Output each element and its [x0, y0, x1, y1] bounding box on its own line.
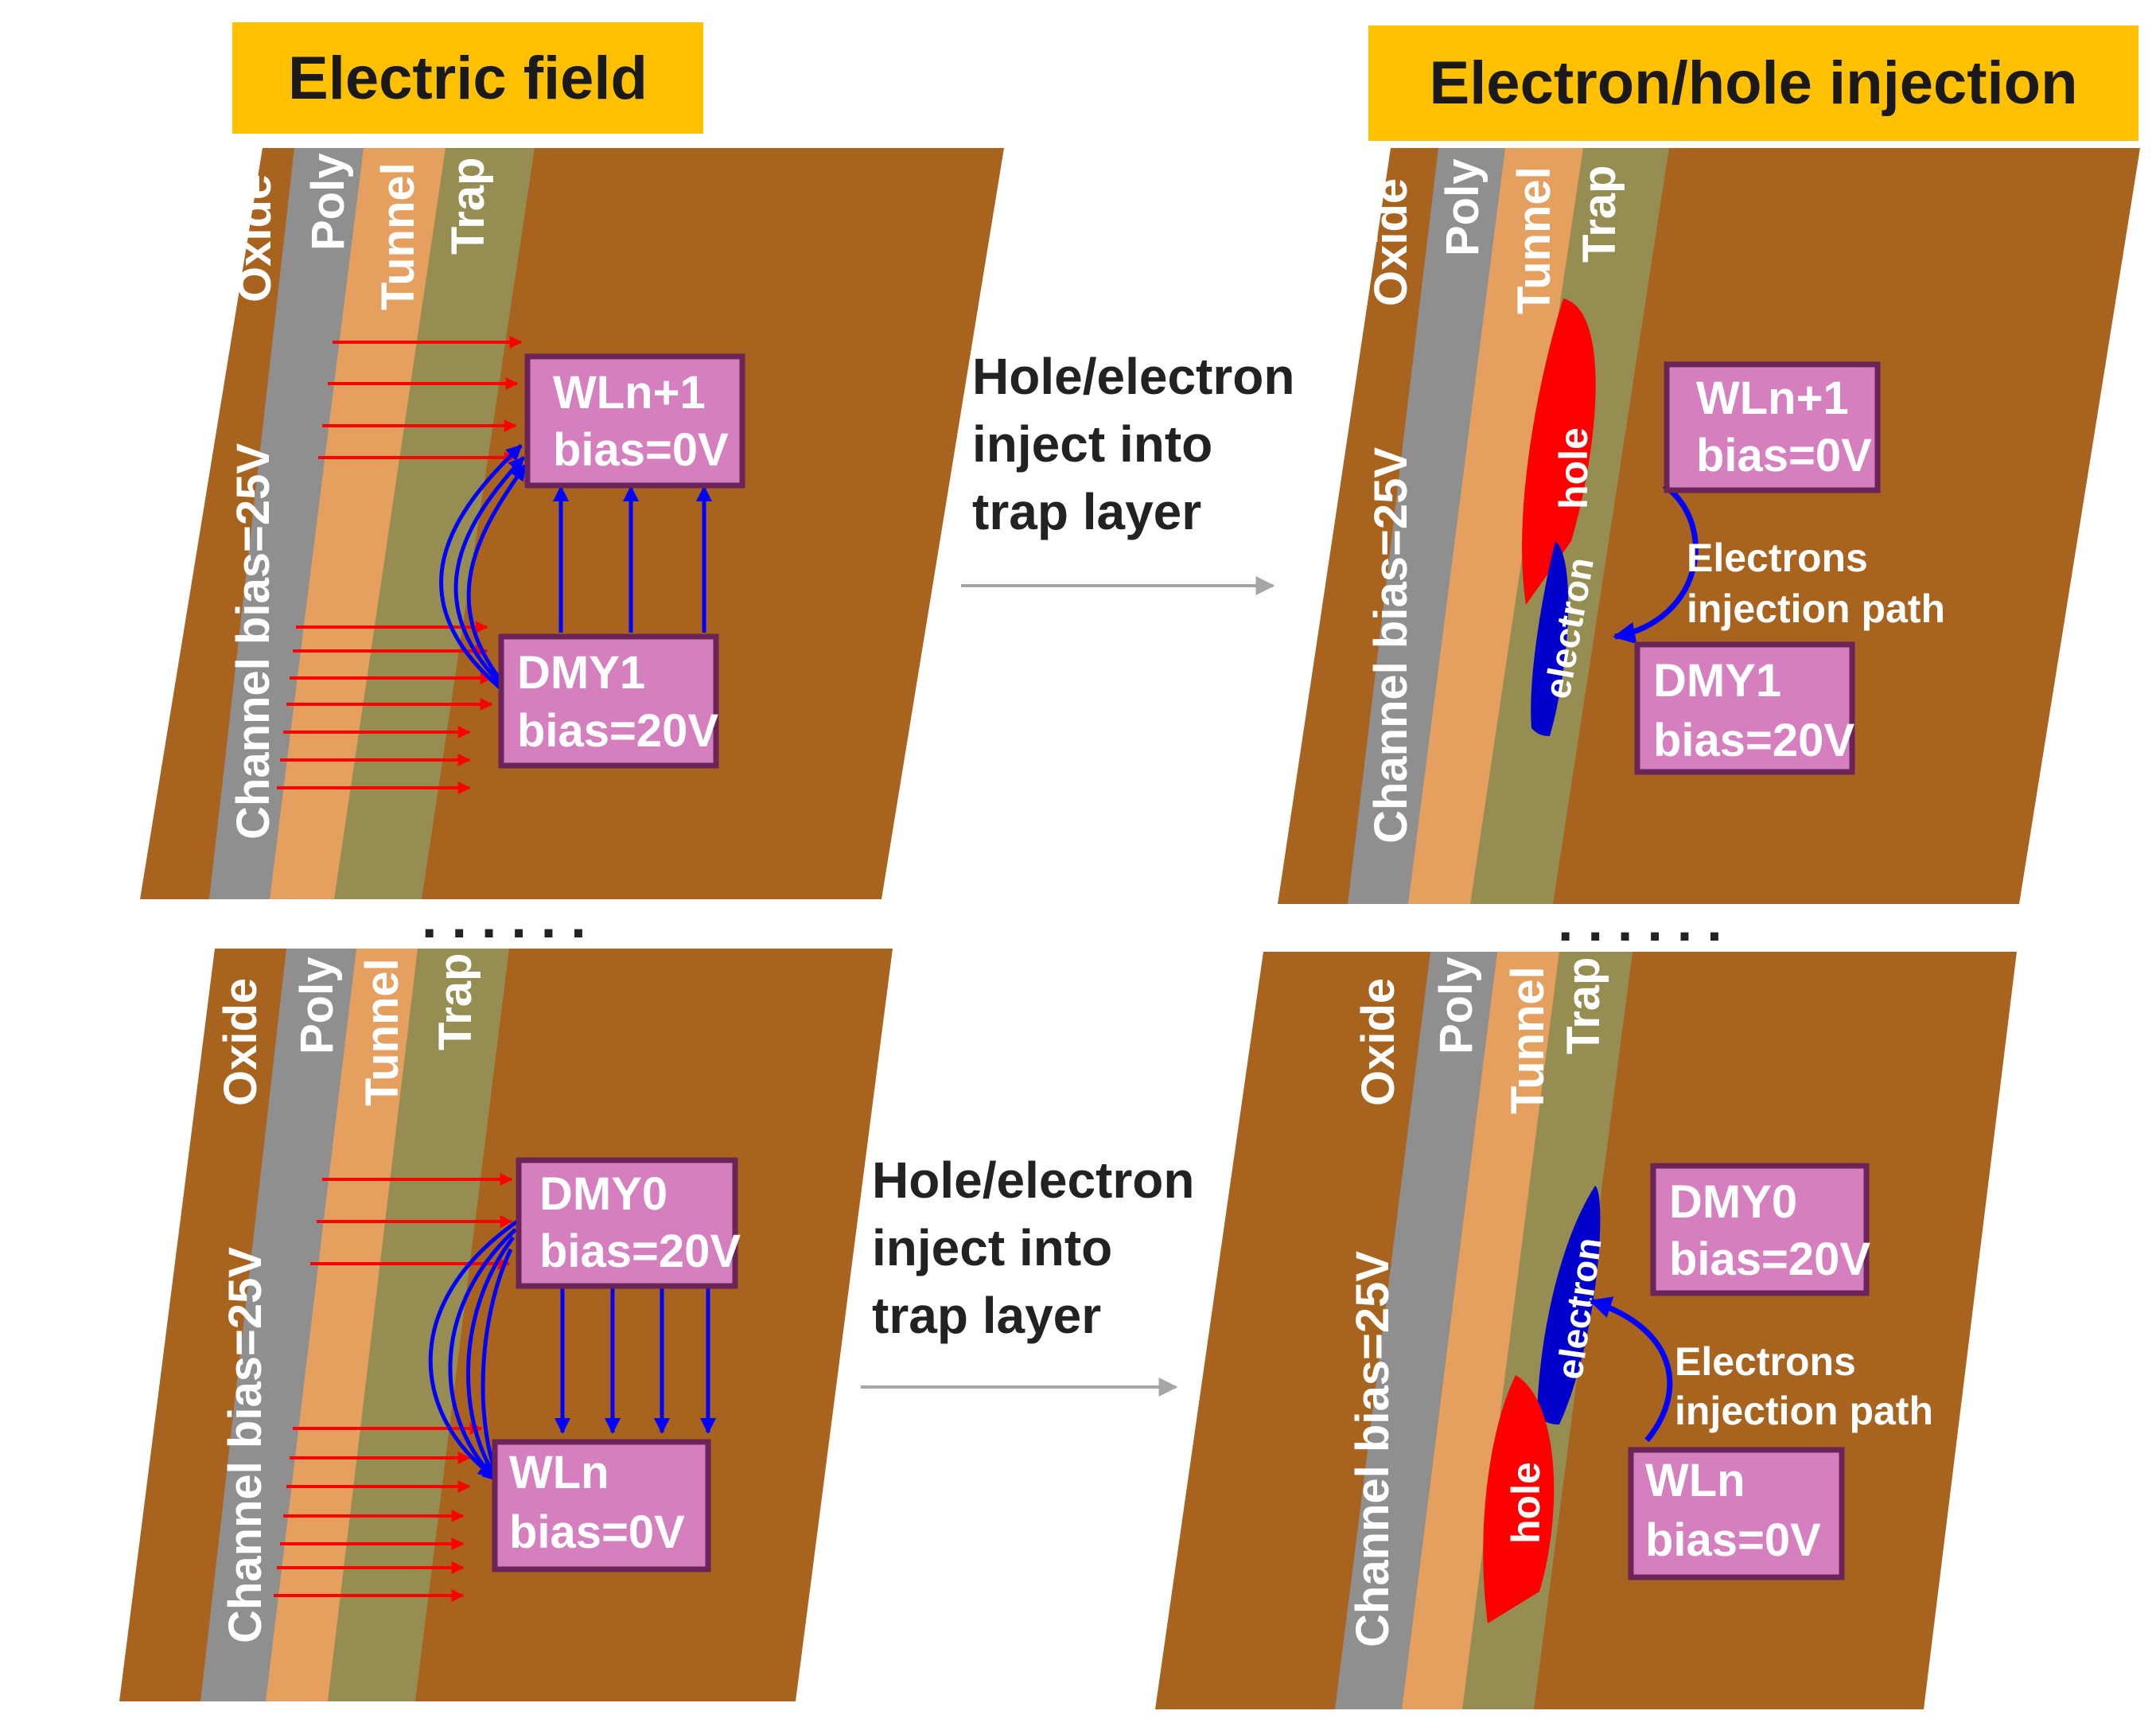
- hole-charge-region: [1522, 298, 1596, 605]
- wln-plus1-box: WLn+1 bias=0V: [1664, 361, 1881, 493]
- tunnel-layer: [270, 148, 446, 899]
- oxide-label: Oxide: [1365, 178, 1417, 306]
- tunnel-label: Tunnel: [1502, 966, 1554, 1114]
- poly-layer: [200, 949, 356, 1701]
- middle-caption-line1: Hole/electron: [972, 348, 1294, 405]
- middle-caption-bottom: Hole/electron inject into trap layer: [861, 1151, 1194, 1397]
- poly-label: Poly: [1437, 159, 1489, 257]
- electrons-injection-path-arrow: [1589, 1296, 1673, 1443]
- trap-layer: [328, 949, 509, 1701]
- dmy0-name: DMY0: [539, 1168, 667, 1220]
- panel-top-right: Oxide Poly Tunnel Trap Channel bias=25V …: [1278, 148, 2140, 904]
- tunnel-label: Tunnel: [372, 162, 424, 310]
- wln-plus1-bias: bias=0V: [1696, 430, 1872, 481]
- tunnel-label: Tunnel: [356, 958, 408, 1106]
- header-electron-hole-injection: Electron/hole injection: [1368, 25, 2138, 141]
- path-label-line2: injection path: [1687, 586, 1945, 631]
- electric-field-arrows: [277, 336, 523, 794]
- electron-charge-region: [1531, 541, 1569, 736]
- channel-bias-label: Channel bias=25V: [1365, 447, 1417, 844]
- trap-layer: [334, 148, 535, 899]
- poly-label: Poly: [302, 154, 354, 251]
- electrons-injection-path-arrow: [1613, 483, 1699, 645]
- oxide-label: Oxide: [215, 978, 267, 1106]
- trap-label: Trap: [430, 953, 481, 1051]
- dmy1-box: DMY1 bias=20V: [498, 633, 719, 769]
- oxide-label: Oxide: [229, 174, 281, 302]
- path-label-line2: injection path: [1675, 1389, 1933, 1433]
- wln-plus1-box: WLn+1 bias=0V: [524, 353, 745, 489]
- wln-box: WLn bias=0V: [1628, 1447, 1845, 1580]
- dmy0-box: DMY0 bias=20V: [516, 1157, 741, 1289]
- wln-bias: bias=0V: [509, 1506, 685, 1558]
- wln-plus1-bias: bias=0V: [553, 424, 729, 476]
- poly-layer: [1348, 148, 1505, 904]
- tunnel-layer: [1408, 148, 1583, 904]
- path-label-line1: Electrons: [1675, 1339, 1856, 1384]
- poly-layer: [209, 148, 364, 899]
- path-label-line1: Electrons: [1687, 536, 1868, 580]
- tunnel-layer: [266, 949, 418, 1701]
- trap-label: Trap: [1558, 957, 1609, 1055]
- middle-caption-line3: trap layer: [872, 1287, 1101, 1344]
- dmy0-box: DMY0 bias=20V: [1650, 1163, 1870, 1296]
- separator-dots-left: ......: [422, 887, 601, 949]
- middle-caption-line3: trap layer: [972, 483, 1201, 540]
- wln-box: WLn bias=0V: [492, 1439, 711, 1572]
- field-path-arrows: [439, 444, 712, 702]
- channel-bias-label: Channel bias=25V: [228, 443, 279, 840]
- poly-layer: [1335, 952, 1497, 1709]
- middle-caption-line2: inject into: [972, 415, 1212, 473]
- oxide-label: Oxide: [1352, 978, 1404, 1106]
- electron-charge-region: [1537, 1186, 1601, 1424]
- trap-label: Trap: [1574, 166, 1625, 263]
- dmy1-box: DMY1 bias=20V: [1634, 641, 1855, 775]
- tunnel-label: Tunnel: [1508, 166, 1560, 314]
- dmy0-name: DMY0: [1669, 1176, 1797, 1228]
- hole-charge-region: [1483, 1375, 1555, 1623]
- hole-label: hole: [1551, 427, 1596, 509]
- poly-label: Poly: [291, 957, 343, 1055]
- trap-label: Trap: [442, 158, 494, 255]
- wln-bias: bias=0V: [1645, 1514, 1821, 1566]
- dmy1-bias: bias=20V: [517, 705, 718, 757]
- tunnel-layer: [1402, 952, 1559, 1709]
- hole-label: hole: [1504, 1462, 1548, 1544]
- middle-caption-line1: Hole/electron: [872, 1151, 1194, 1209]
- middle-caption-top: Hole/electron inject into trap layer: [961, 348, 1294, 595]
- poly-label: Poly: [1430, 957, 1482, 1055]
- panel-bottom-left: Oxide Poly Tunnel Trap Channel bias=25V: [119, 949, 893, 1701]
- wln-plus1-name: WLn+1: [553, 367, 706, 419]
- dmy0-bias: bias=20V: [1669, 1233, 1870, 1285]
- panel-bottom-right: Oxide Poly Tunnel Trap Channel bias=25V …: [1155, 952, 2017, 1709]
- channel-bias-label: Channel bias=25V: [220, 1247, 271, 1643]
- electric-field-arrows: [274, 1173, 513, 1602]
- wln-plus1-name: WLn+1: [1696, 372, 1849, 424]
- header-electric-field: Electric field: [232, 22, 703, 134]
- wln-name: WLn: [509, 1447, 609, 1498]
- dmy1-name: DMY1: [517, 647, 645, 699]
- dmy0-bias: bias=20V: [539, 1225, 741, 1277]
- channel-bias-label: Channel bias=25V: [1347, 1251, 1399, 1647]
- wln-name: WLn: [1645, 1455, 1745, 1506]
- panel-top-left: Oxide Poly Tunnel Trap Channel bias=25V: [140, 148, 1004, 899]
- separator-dots-right: ......: [1558, 890, 1737, 953]
- middle-caption-line2: inject into: [872, 1219, 1112, 1276]
- dmy1-name: DMY1: [1653, 655, 1781, 707]
- dmy1-bias: bias=20V: [1653, 715, 1854, 766]
